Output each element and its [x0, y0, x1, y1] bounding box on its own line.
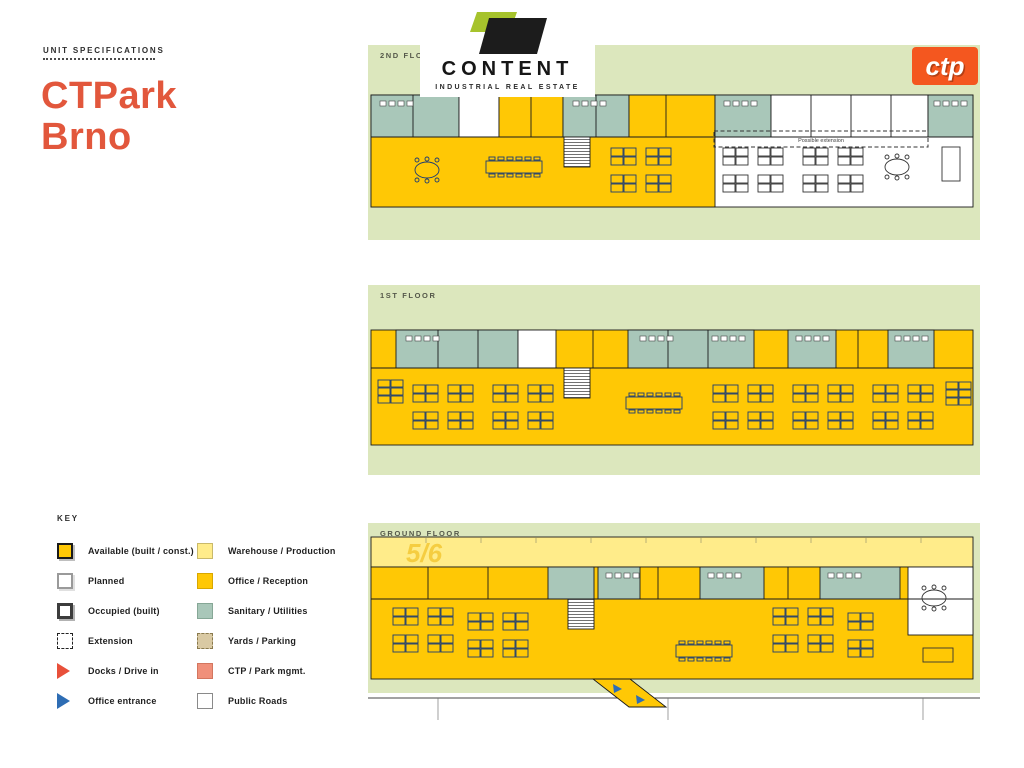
ctp-mgmt-swatch-icon — [197, 663, 213, 679]
stairwell-2nd — [563, 136, 591, 168]
page-title: CTPark Brno — [41, 76, 177, 158]
legend-label: Office / Reception — [228, 576, 309, 586]
available-swatch-icon — [57, 543, 73, 559]
ctp-logo: ctp — [912, 47, 978, 85]
building-2nd — [370, 94, 974, 208]
possible-extension-label: Possible extension — [798, 138, 844, 144]
occupied-swatch-icon — [57, 603, 73, 619]
legend-left-column: Available (built / const.) Planned Occup… — [57, 536, 194, 716]
legend-right-column: Warehouse / Production Office / Receptio… — [197, 536, 336, 716]
stairwell-1st — [563, 367, 591, 399]
column-grid-ticks — [425, 537, 922, 543]
page-title-line2: Brno — [41, 116, 132, 158]
legend-label: Occupied (built) — [88, 606, 160, 616]
content-logo-subtitle: INDUSTRIAL REAL ESTATE — [435, 84, 580, 91]
public-roads-swatch-icon — [197, 693, 213, 709]
unit-specifications-label: UNIT SPECIFICATIONS — [43, 46, 165, 55]
legend-label: Warehouse / Production — [228, 546, 336, 556]
legend-item-public-roads: Public Roads — [197, 686, 336, 716]
legend-label: Planned — [88, 576, 125, 586]
entrance-walkway — [591, 678, 668, 708]
desks-2nd-planned — [722, 146, 961, 193]
floor-label-ground: GROUND FLOOR — [380, 529, 461, 538]
office-swatch-icon — [197, 573, 213, 589]
sanitary-swatch-icon — [197, 603, 213, 619]
page-title-line1: CTPark — [41, 75, 178, 117]
legend-item-sanitary: Sanitary / Utilities — [197, 596, 336, 626]
unit-number-watermark: 5/6 — [406, 538, 443, 568]
floor-label-2nd: 2ND FLOOR — [380, 51, 438, 60]
dotted-divider — [43, 58, 155, 60]
warehouse-band — [370, 536, 974, 568]
legend-label: Yards / Parking — [228, 636, 297, 646]
planned-swatch-icon — [57, 573, 73, 589]
building-ground — [370, 536, 974, 708]
warehouse-swatch-icon — [197, 543, 213, 559]
legend-label: Extension — [88, 636, 133, 646]
legend-label: Docks / Drive in — [88, 666, 159, 676]
legend-item-yards: Yards / Parking — [197, 626, 336, 656]
office-entrance-arrow-icon — [613, 684, 645, 704]
legend-item-extension: Extension — [57, 626, 194, 656]
legend-heading: KEY — [57, 514, 79, 523]
floor-plan-ground-floor: GROUND FLOOR — [368, 523, 980, 720]
yards-swatch-icon — [197, 633, 213, 649]
content-logo: CONTENT INDUSTRIAL REAL ESTATE — [420, 0, 595, 97]
legend-label: Office entrance — [88, 696, 157, 706]
legend-item-warehouse: Warehouse / Production — [197, 536, 336, 566]
content-logo-text: CONTENT — [441, 58, 574, 80]
floor-plan-2nd-floor: 2ND FLOOR — [368, 45, 980, 240]
floor-plan-1st-floor: 1ST FLOOR — [368, 285, 980, 475]
legend-item-available: Available (built / const.) — [57, 536, 194, 566]
entrance-triangle-icon — [57, 693, 70, 709]
extension-swatch-icon — [57, 633, 73, 649]
legend-item-office-entrance: Office entrance — [57, 686, 194, 716]
public-roads — [368, 693, 980, 720]
floor-label-1st: 1ST FLOOR — [380, 291, 437, 300]
legend-item-occupied: Occupied (built) — [57, 596, 194, 626]
legend-label: Available (built / const.) — [88, 546, 194, 556]
possible-extension-area — [713, 130, 929, 148]
legend-item-docks: Docks / Drive in — [57, 656, 194, 686]
desks-ground-right-room — [921, 584, 954, 663]
legend-item-ctp-mgmt: CTP / Park mgmt. — [197, 656, 336, 686]
content-logo-icon — [469, 12, 547, 54]
legend-item-office: Office / Reception — [197, 566, 336, 596]
docks-triangle-icon — [57, 663, 70, 679]
legend-label: Public Roads — [228, 696, 288, 706]
legend-label: CTP / Park mgmt. — [228, 666, 306, 676]
legend-item-planned: Planned — [57, 566, 194, 596]
legend-label: Sanitary / Utilities — [228, 606, 308, 616]
stairwell-ground — [567, 598, 595, 630]
